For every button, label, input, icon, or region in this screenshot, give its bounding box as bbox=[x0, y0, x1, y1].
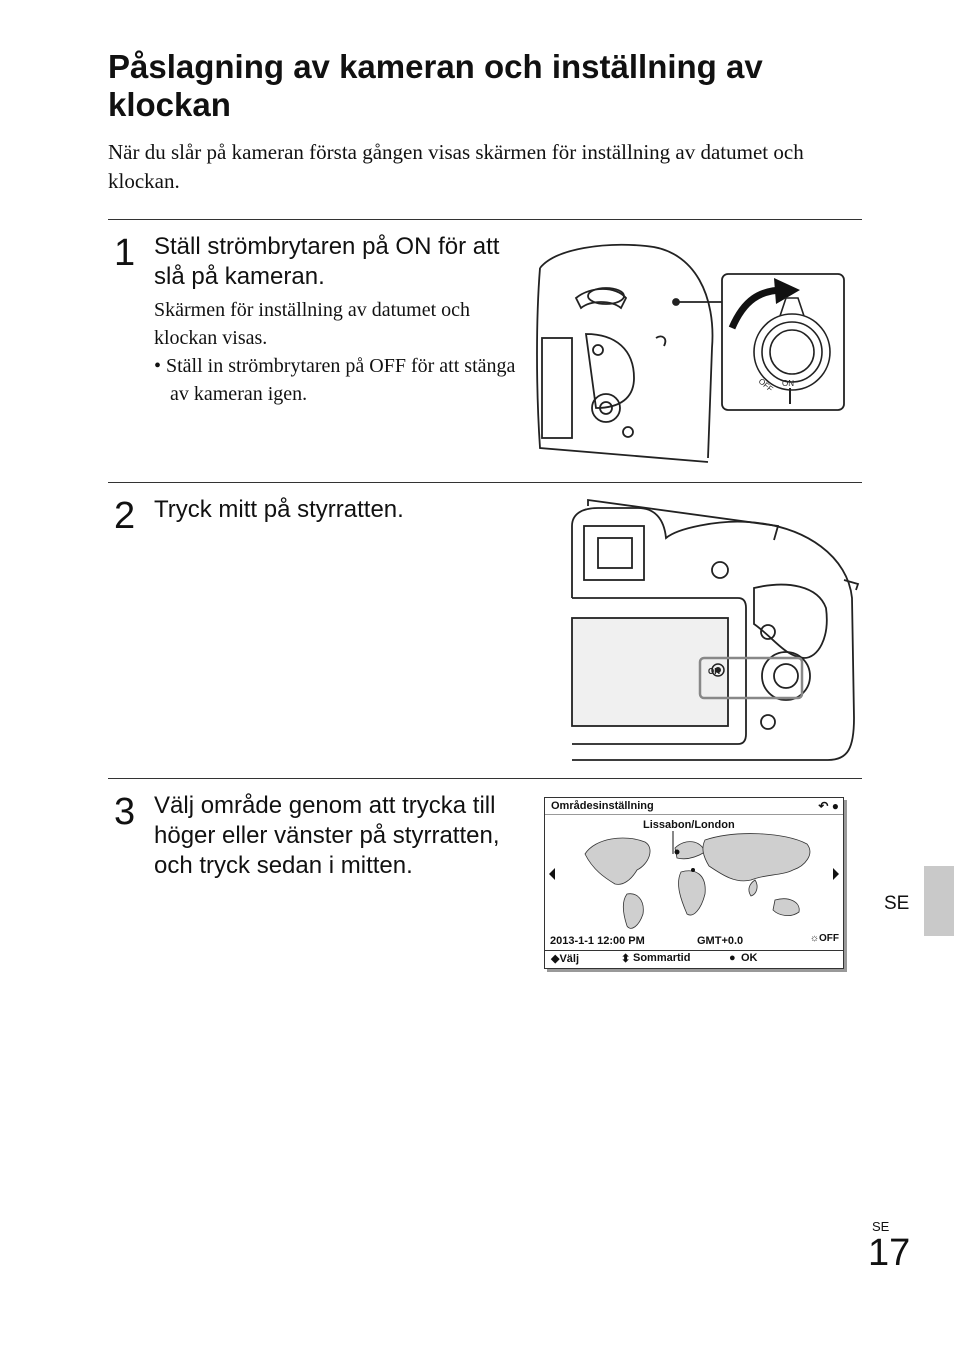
dst-state: OFF bbox=[819, 933, 839, 944]
selected-city: Lissabon/London bbox=[641, 819, 737, 831]
screen-title: Områdesinställning bbox=[551, 800, 654, 812]
side-language-label: SE bbox=[884, 893, 910, 914]
page-language: SE bbox=[872, 1219, 890, 1234]
back-icon: ↶ ● bbox=[818, 799, 839, 813]
ok-label: OK bbox=[708, 667, 720, 676]
on-label: ON bbox=[782, 379, 794, 388]
step-1-body: Skärmen för inställning av datumet och k… bbox=[154, 296, 524, 408]
dst-icon: ☼OFF bbox=[809, 933, 839, 944]
step-1-text: Skärmen för inställning av datumet och k… bbox=[154, 299, 471, 349]
screen-gmt: GMT+0.0 bbox=[697, 935, 744, 947]
step-1-heading: Ställ strömbrytaren på ON för att slå på… bbox=[154, 233, 500, 290]
updown-icon: ⬍ bbox=[621, 953, 631, 965]
page-title: Påslagning av kameran och inställning av… bbox=[108, 48, 763, 123]
camera-back-illustration: OK bbox=[571, 498, 860, 761]
step-3-heading: Välj område genom att trycka till höger … bbox=[154, 792, 500, 879]
footer-select: ◆Välj bbox=[551, 953, 580, 965]
center-button-icon: ● bbox=[729, 952, 736, 964]
footer-ok: OK bbox=[741, 952, 758, 964]
area-setting-screen: Områdesinställning ↶ ● Lissabon/London 2… bbox=[544, 797, 844, 969]
divider bbox=[108, 482, 862, 483]
page-number: 17 bbox=[868, 1232, 911, 1274]
step-1-number: 1 bbox=[114, 232, 136, 274]
screen-datetime: 2013-1-1 12:00 PM bbox=[550, 935, 645, 947]
world-map bbox=[545, 814, 843, 929]
intro-paragraph: När du slår på kameran första gången vis… bbox=[108, 140, 804, 193]
step-2-number: 2 bbox=[114, 495, 136, 537]
divider bbox=[108, 219, 862, 220]
step-1-bullet: • Ställ in strömbrytaren på OFF för att … bbox=[154, 355, 516, 405]
footer-dst: Sommartid bbox=[633, 952, 691, 964]
step-2-heading: Tryck mitt på styrratten. bbox=[154, 496, 404, 523]
camera-power-switch-illustration: OFF ON bbox=[536, 243, 845, 463]
side-tab bbox=[924, 866, 954, 936]
step-3-number: 3 bbox=[114, 791, 136, 833]
divider bbox=[108, 778, 862, 779]
screen-footer: ◆Välj ⬍ Sommartid ● OK bbox=[545, 950, 843, 968]
